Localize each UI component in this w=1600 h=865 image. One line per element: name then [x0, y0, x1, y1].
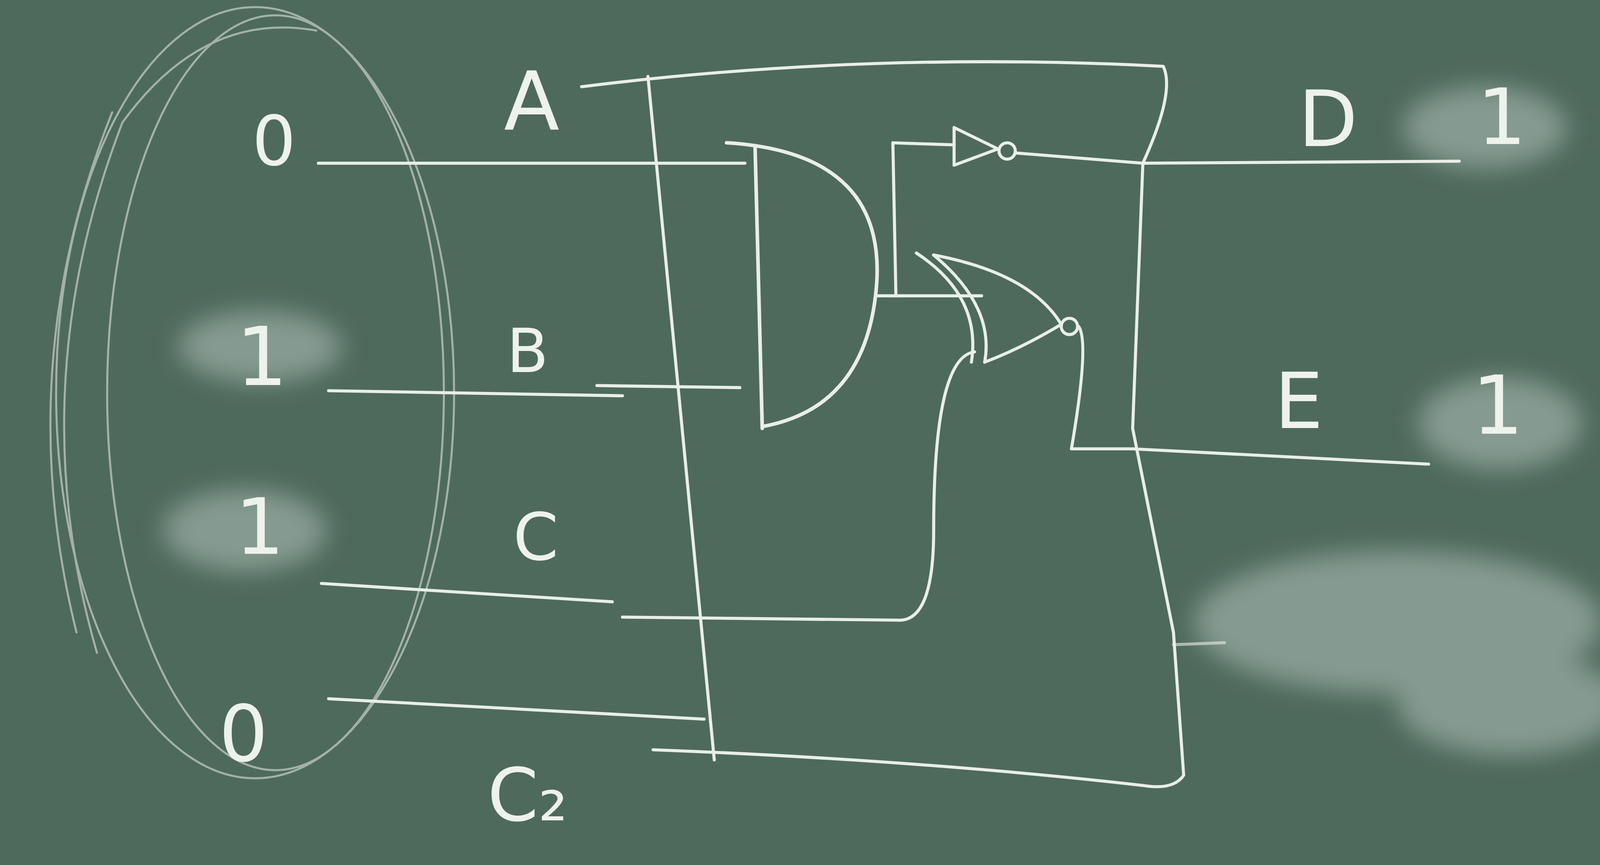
xnor-gate [916, 253, 1078, 363]
output-value: 1 [1474, 77, 1530, 158]
signal-name: C₂ [484, 757, 572, 834]
wire [318, 61, 1460, 788]
input-value: 1 [232, 314, 291, 400]
signal-name: A [500, 59, 563, 144]
signal-name: E [1271, 361, 1327, 443]
and-gate [726, 142, 878, 429]
input-value: 0 [248, 105, 300, 178]
signal-name: B [503, 319, 553, 384]
output-value: 1 [1468, 363, 1527, 449]
input-value: 0 [215, 694, 272, 775]
eraser-smudge [163, 86, 1600, 756]
signal-name: D [1295, 79, 1361, 160]
signal-name: C [509, 503, 562, 572]
not-gate [954, 127, 1016, 166]
input-value: 1 [232, 487, 288, 568]
